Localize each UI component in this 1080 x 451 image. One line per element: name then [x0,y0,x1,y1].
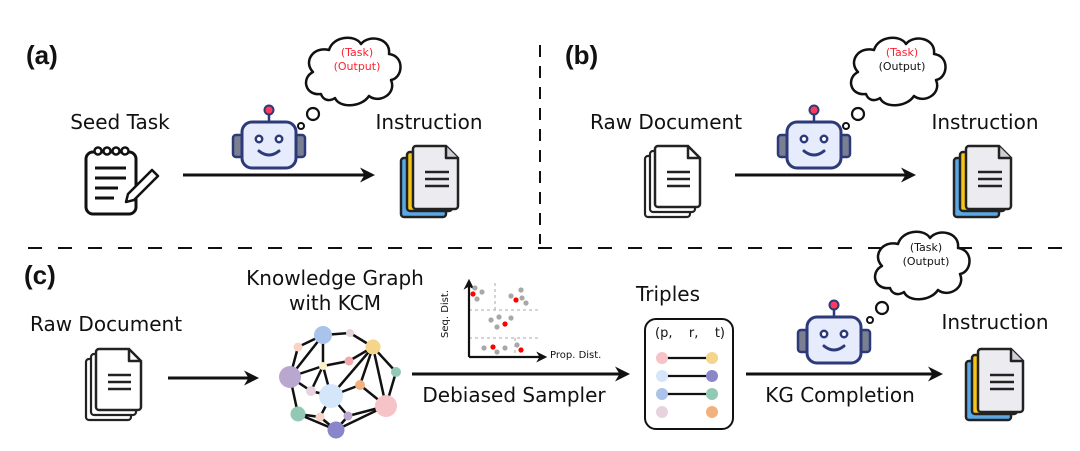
triple-row [656,370,718,382]
triple-tail-node [706,352,718,364]
thought-task-c: (Task) [909,241,943,254]
thought-output-c: (Output) [902,255,950,268]
candidate-point [514,342,520,348]
triple-tail-node [706,388,718,400]
kg-node [344,356,354,366]
thought-output-a: (Output) [333,60,381,73]
triple-head-node [656,352,668,364]
kg-node [391,367,401,377]
triple-row [656,388,718,400]
kg-node [375,395,397,417]
candidate-point [472,285,478,291]
triples-header-t: t) [714,326,725,341]
triple-tail-node [706,370,718,382]
kg-node [365,339,381,355]
sampled-point [470,291,476,297]
panel-a-label: (a) [26,40,58,70]
sampled-point [490,344,496,350]
instruction-label-c: Instruction [941,310,1049,334]
kg-title-line1: Knowledge Graph [246,266,424,290]
candidate-point [488,317,494,323]
triples-title: Triples [635,282,701,306]
instruction-label-a: Instruction [375,110,483,134]
raw-document-label-c: Raw Document [30,312,183,336]
triple-tail-node [706,406,718,418]
thought-text-b: (Task) (Output) [862,46,942,74]
candidate-point [508,293,514,299]
candidate-point [481,345,487,351]
kg-node [314,326,332,344]
sampled-point [518,347,524,353]
kg-title-line2: with KCM [288,291,382,315]
triples-header-p: (p, [655,326,673,341]
kg-node [355,380,365,390]
sampler-scatter-plot [463,278,548,363]
instruction-doc-icon [964,347,1025,422]
candidate-point [496,314,502,320]
kg-node [343,411,353,421]
seed-task-label: Seed Task [70,110,170,134]
candidate-point [523,300,529,306]
candidate-point [494,349,500,355]
kg-node [290,406,306,422]
thought-output-b: (Output) [878,60,926,73]
thought-task-a: (Task) [340,46,374,59]
candidate-point [494,324,500,330]
thought-text-c: (Task) (Output) [886,241,966,269]
thought-task-b: (Task) [885,46,919,59]
thought-text-a: (Task) (Output) [318,46,396,74]
kg-node [279,366,301,388]
kg-completion-label: KG Completion [765,383,915,407]
debiased-sampler-label: Debiased Sampler [422,383,606,407]
candidate-point [518,287,524,293]
panel-b-label: (b) [565,40,599,70]
candidate-point [519,295,525,301]
triples-header: (p, r, t) [655,326,725,341]
knowledge-graph [279,326,401,439]
kg-node [346,329,354,337]
scatter-ylabel: Seq. Dist. [440,290,451,338]
instruction-label-b: Instruction [931,110,1039,134]
sampled-point [502,321,508,327]
candidate-point [502,345,508,351]
robot-icon [796,299,872,365]
panel-c-label: (c) [24,260,56,290]
candidate-point [508,315,514,321]
notepad-icon [84,146,160,216]
scatter-xlabel: Prop. Dist. [550,350,602,361]
kg-node [293,342,303,352]
kg-node [306,386,316,396]
raw-document-label-b: Raw Document [590,110,743,134]
kg-node [319,384,343,408]
triple-head-node [656,388,668,400]
candidate-point [479,289,485,295]
triple-row [656,352,718,364]
triple-head-node [656,406,668,418]
kg-node [327,421,345,439]
triple-head-node [656,370,668,382]
candidate-point [474,296,480,302]
sampled-point [513,297,519,303]
triples-box [644,318,734,430]
triples-header-r: r, [688,326,699,341]
kg-node [319,362,327,370]
knowledge-graph-title: Knowledge Graph with KCM [240,266,430,316]
triple-row [656,406,718,418]
triples-list [656,352,718,418]
kg-node [315,412,325,422]
